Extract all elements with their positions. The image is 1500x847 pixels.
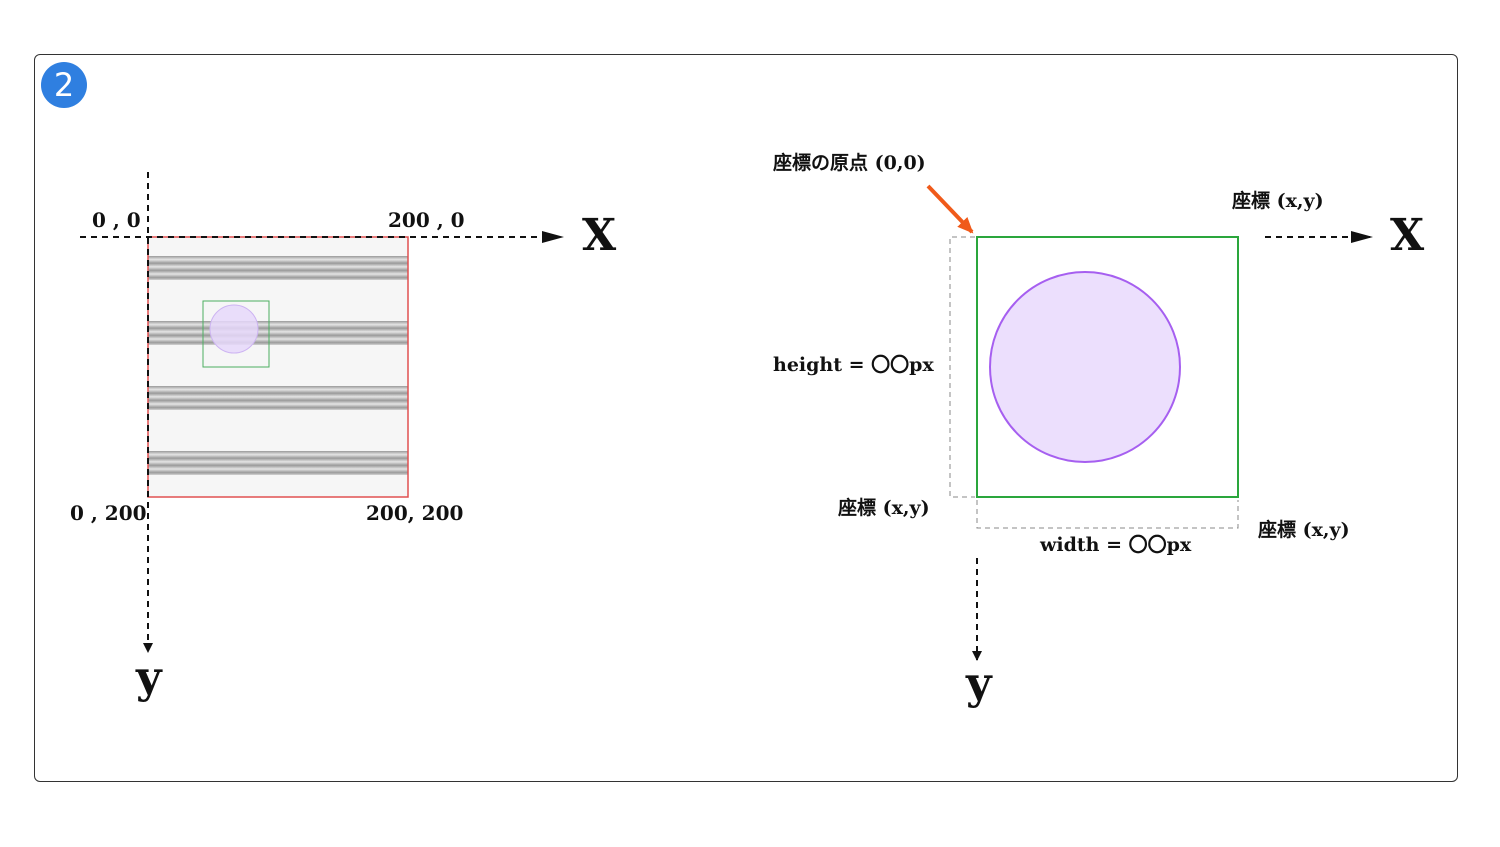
stripe-1 xyxy=(148,256,408,280)
width-label: width = 〇〇px xyxy=(1039,534,1192,556)
width-dimension-line xyxy=(976,500,1239,529)
element-rect xyxy=(976,236,1239,498)
right-diagram: 座標の原点 (0,0) 座標 (x,y) X height = 〇〇px wid… xyxy=(773,151,1425,709)
top-right-coord-label: 座標 (x,y) xyxy=(1232,189,1324,212)
y-axis-label: y xyxy=(135,652,163,703)
bottom-right-coord-label: 座標 (x,y) xyxy=(1258,518,1350,541)
inner-circle xyxy=(209,304,259,354)
figure-frame xyxy=(34,54,1458,782)
step-number-badge: 2 xyxy=(41,62,87,108)
x-axis-label: X xyxy=(582,210,617,261)
label-200-200: 200, 200 xyxy=(366,501,463,525)
stripe-3 xyxy=(148,386,408,410)
stripe-4 xyxy=(148,451,408,475)
stripe-2 xyxy=(148,321,408,345)
label-0-0: 0 , 0 xyxy=(92,208,141,232)
label-200-0: 200 , 0 xyxy=(388,208,465,232)
height-dimension-line xyxy=(949,236,975,498)
inner-rect xyxy=(202,300,270,368)
origin-label: 座標の原点 (0,0) xyxy=(773,151,926,174)
element-circle xyxy=(989,271,1181,463)
left-diagram: 0 , 0 200 , 0 0 , 200 200, 200 X y xyxy=(70,172,617,703)
bottom-left-coord-label: 座標 (x,y) xyxy=(838,496,930,519)
y-axis-label-right: y xyxy=(965,658,993,709)
label-0-200: 0 , 200 xyxy=(70,501,147,525)
origin-arrow xyxy=(926,184,974,234)
height-label: height = 〇〇px xyxy=(773,354,934,376)
x-axis-label-right: X xyxy=(1390,210,1425,261)
